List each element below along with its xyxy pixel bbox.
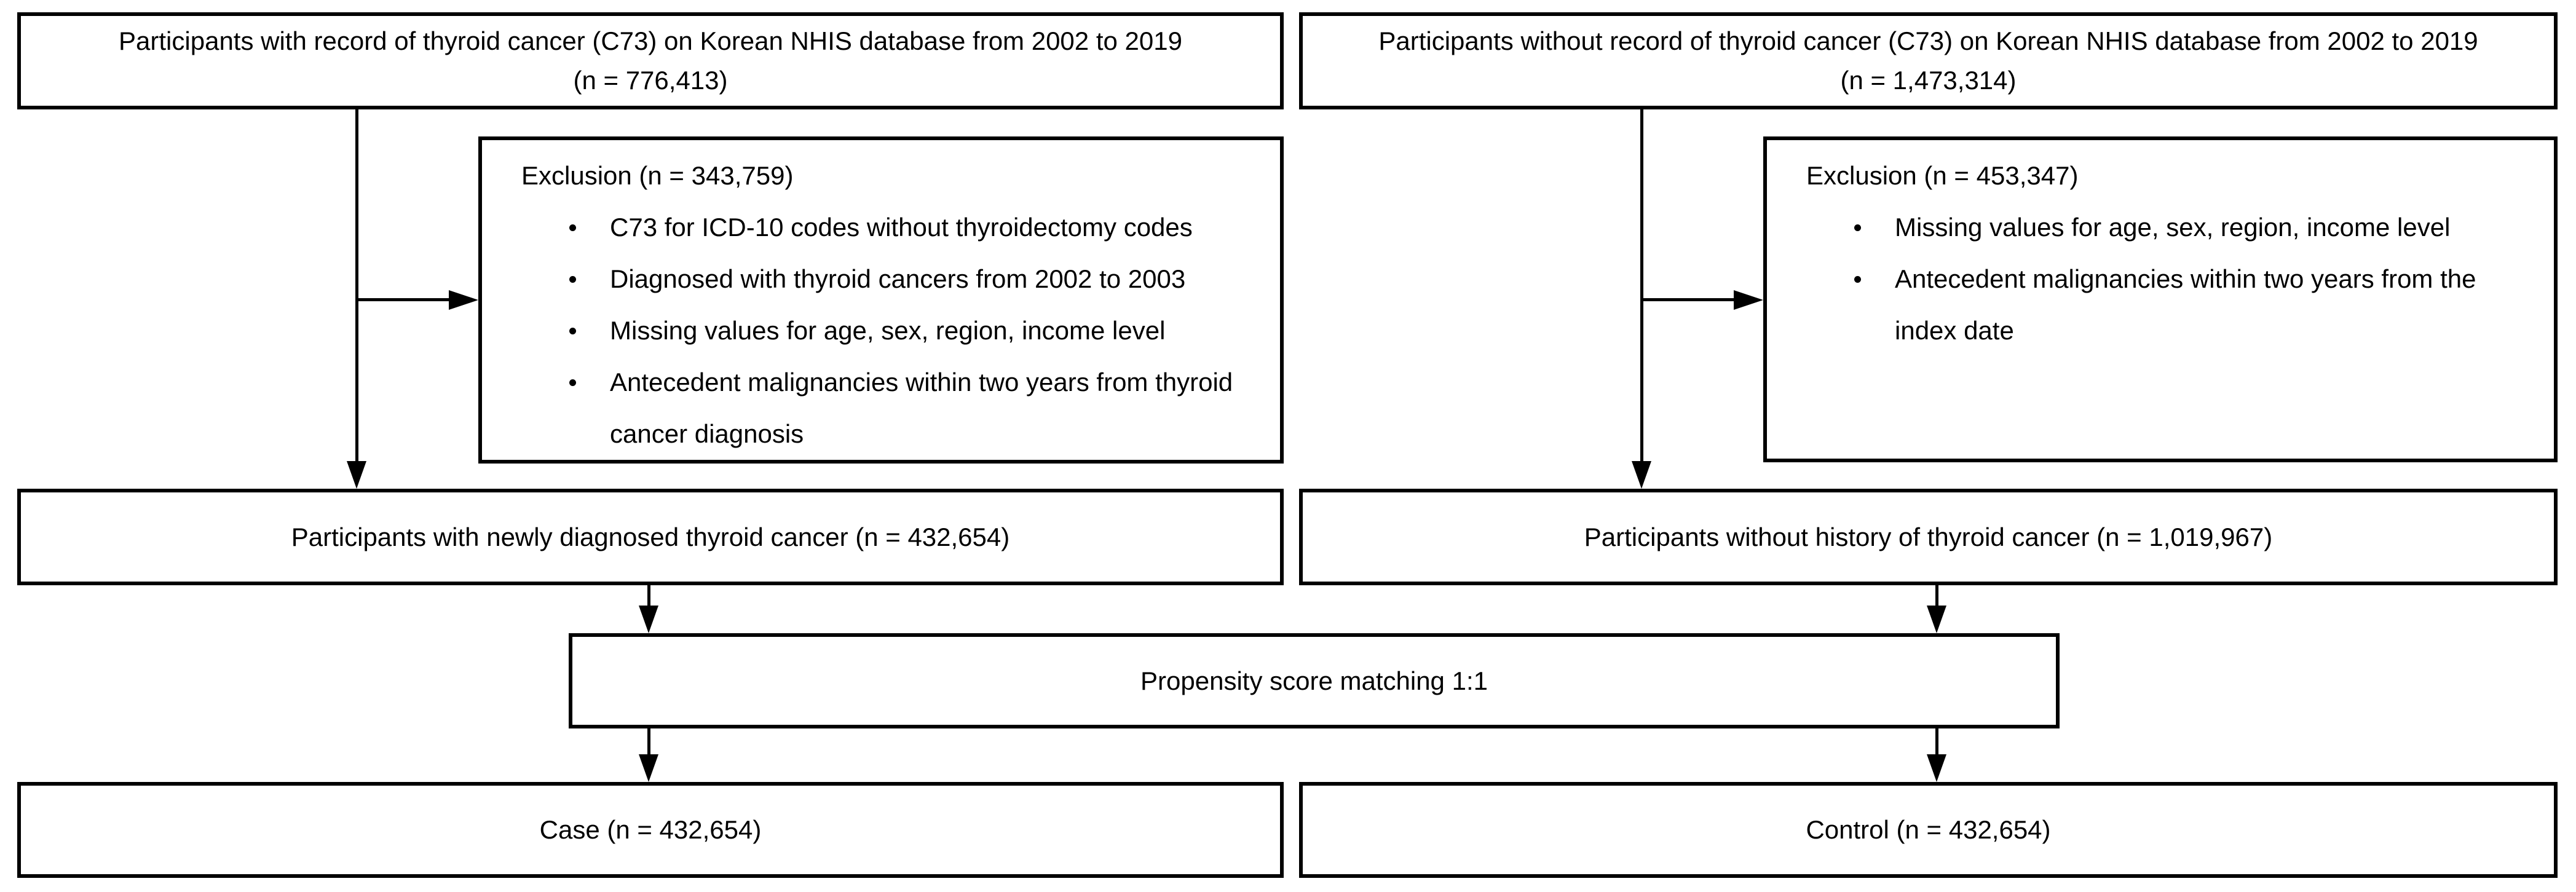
box-case: Case (n = 432,654) bbox=[17, 782, 1284, 878]
connector-source-case-line bbox=[355, 109, 358, 461]
exclusion-case-item: Missing values for age, sex, region, inc… bbox=[610, 316, 1166, 345]
connector-exclusion-control-line bbox=[1642, 298, 1734, 301]
list-item: C73 for ICD-10 codes without thyroidecto… bbox=[521, 202, 1193, 253]
arrowhead-down-eligible-case-icon bbox=[347, 461, 366, 489]
connector-matching-case-line bbox=[647, 728, 650, 756]
arrowhead-down-control-icon bbox=[1927, 754, 1946, 782]
control-text: Control (n = 432,654) bbox=[1806, 815, 2051, 844]
box-control: Control (n = 432,654) bbox=[1299, 782, 2558, 878]
exclusion-case-item: C73 for ICD-10 codes without thyroidecto… bbox=[610, 213, 1193, 242]
box-eligible-case: Participants with newly diagnosed thyroi… bbox=[17, 489, 1284, 585]
connector-source-control-line bbox=[1640, 109, 1643, 461]
source-case-text: Participants with record of thyroid canc… bbox=[119, 26, 1182, 55]
connector-matching-control-line bbox=[1935, 728, 1938, 756]
bullet-icon bbox=[1854, 276, 1861, 283]
connector-exclusion-case-line bbox=[357, 298, 449, 301]
eligible-case-text: Participants with newly diagnosed thyroi… bbox=[291, 522, 1010, 551]
matching-text: Propensity score matching 1:1 bbox=[1140, 666, 1488, 695]
arrowhead-down-matching-right-icon bbox=[1927, 606, 1946, 633]
bullet-icon bbox=[569, 328, 576, 334]
case-text: Case (n = 432,654) bbox=[539, 815, 762, 844]
box-exclusion-case: Exclusion (n = 343,759) C73 for ICD-10 c… bbox=[478, 136, 1284, 464]
exclusion-control-item: Missing values for age, sex, region, inc… bbox=[1895, 213, 2451, 242]
box-eligible-control: Participants without history of thyroid … bbox=[1299, 489, 2558, 585]
list-item: Antecedent malignancies within two years… bbox=[521, 357, 1255, 460]
box-propensity-matching: Propensity score matching 1:1 bbox=[569, 633, 2060, 728]
list-item: Antecedent malignancies within two years… bbox=[1806, 253, 2529, 357]
bullet-icon bbox=[569, 224, 576, 231]
box-exclusion-control: Exclusion (n = 453,347) Missing values f… bbox=[1763, 136, 2558, 462]
connector-eligible-control-matching-line bbox=[1935, 585, 1938, 607]
exclusion-case-item: Antecedent malignancies within two years… bbox=[610, 368, 1233, 448]
eligible-control-text: Participants without history of thyroid … bbox=[1584, 522, 2273, 551]
box-source-control: Participants without record of thyroid c… bbox=[1299, 12, 2558, 109]
arrowhead-right-exclusion-control-icon bbox=[1734, 290, 1763, 310]
arrowhead-down-eligible-control-icon bbox=[1632, 461, 1651, 489]
source-case-n: (n = 776,413) bbox=[573, 66, 728, 95]
arrowhead-right-exclusion-case-icon bbox=[449, 290, 478, 310]
source-control-text: Participants without record of thyroid c… bbox=[1378, 26, 2478, 55]
exclusion-case-item: Diagnosed with thyroid cancers from 2002… bbox=[610, 264, 1186, 293]
bullet-icon bbox=[569, 276, 576, 283]
exclusion-control-item: Antecedent malignancies within two years… bbox=[1895, 264, 2476, 345]
bullet-icon bbox=[1854, 224, 1861, 231]
bullet-icon bbox=[569, 379, 576, 386]
arrowhead-down-matching-left-icon bbox=[639, 606, 658, 633]
arrowhead-down-case-icon bbox=[639, 754, 658, 782]
source-control-n: (n = 1,473,314) bbox=[1840, 66, 2017, 95]
box-source-case: Participants with record of thyroid canc… bbox=[17, 12, 1284, 109]
connector-eligible-case-matching-line bbox=[647, 585, 650, 607]
list-item: Diagnosed with thyroid cancers from 2002… bbox=[521, 253, 1185, 305]
exclusion-control-title: Exclusion (n = 453,347) bbox=[1806, 161, 2079, 190]
list-item: Missing values for age, sex, region, inc… bbox=[1806, 202, 2450, 253]
list-item: Missing values for age, sex, region, inc… bbox=[521, 305, 1165, 357]
exclusion-case-title: Exclusion (n = 343,759) bbox=[521, 161, 794, 190]
